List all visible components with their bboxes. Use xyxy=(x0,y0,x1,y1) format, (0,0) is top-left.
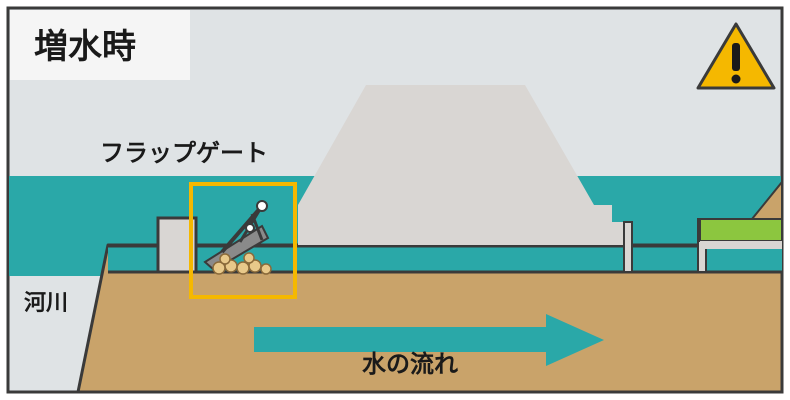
grass-strip xyxy=(699,218,783,242)
gate-highlight-box xyxy=(189,182,297,299)
warning-triangle-icon xyxy=(696,22,776,90)
middle-pillar xyxy=(623,221,633,273)
gate-rubble xyxy=(212,252,272,275)
flow-arrow xyxy=(254,314,604,366)
levee xyxy=(298,85,628,245)
grass-base xyxy=(700,241,782,249)
flow-label: 水の流れ xyxy=(362,350,458,378)
river-label: 河川 xyxy=(24,291,68,316)
title-panel xyxy=(10,10,190,80)
gate-label: フラップゲート xyxy=(100,139,268,167)
page-title: 増水時 xyxy=(34,27,136,67)
right-bank-slope xyxy=(749,179,783,220)
